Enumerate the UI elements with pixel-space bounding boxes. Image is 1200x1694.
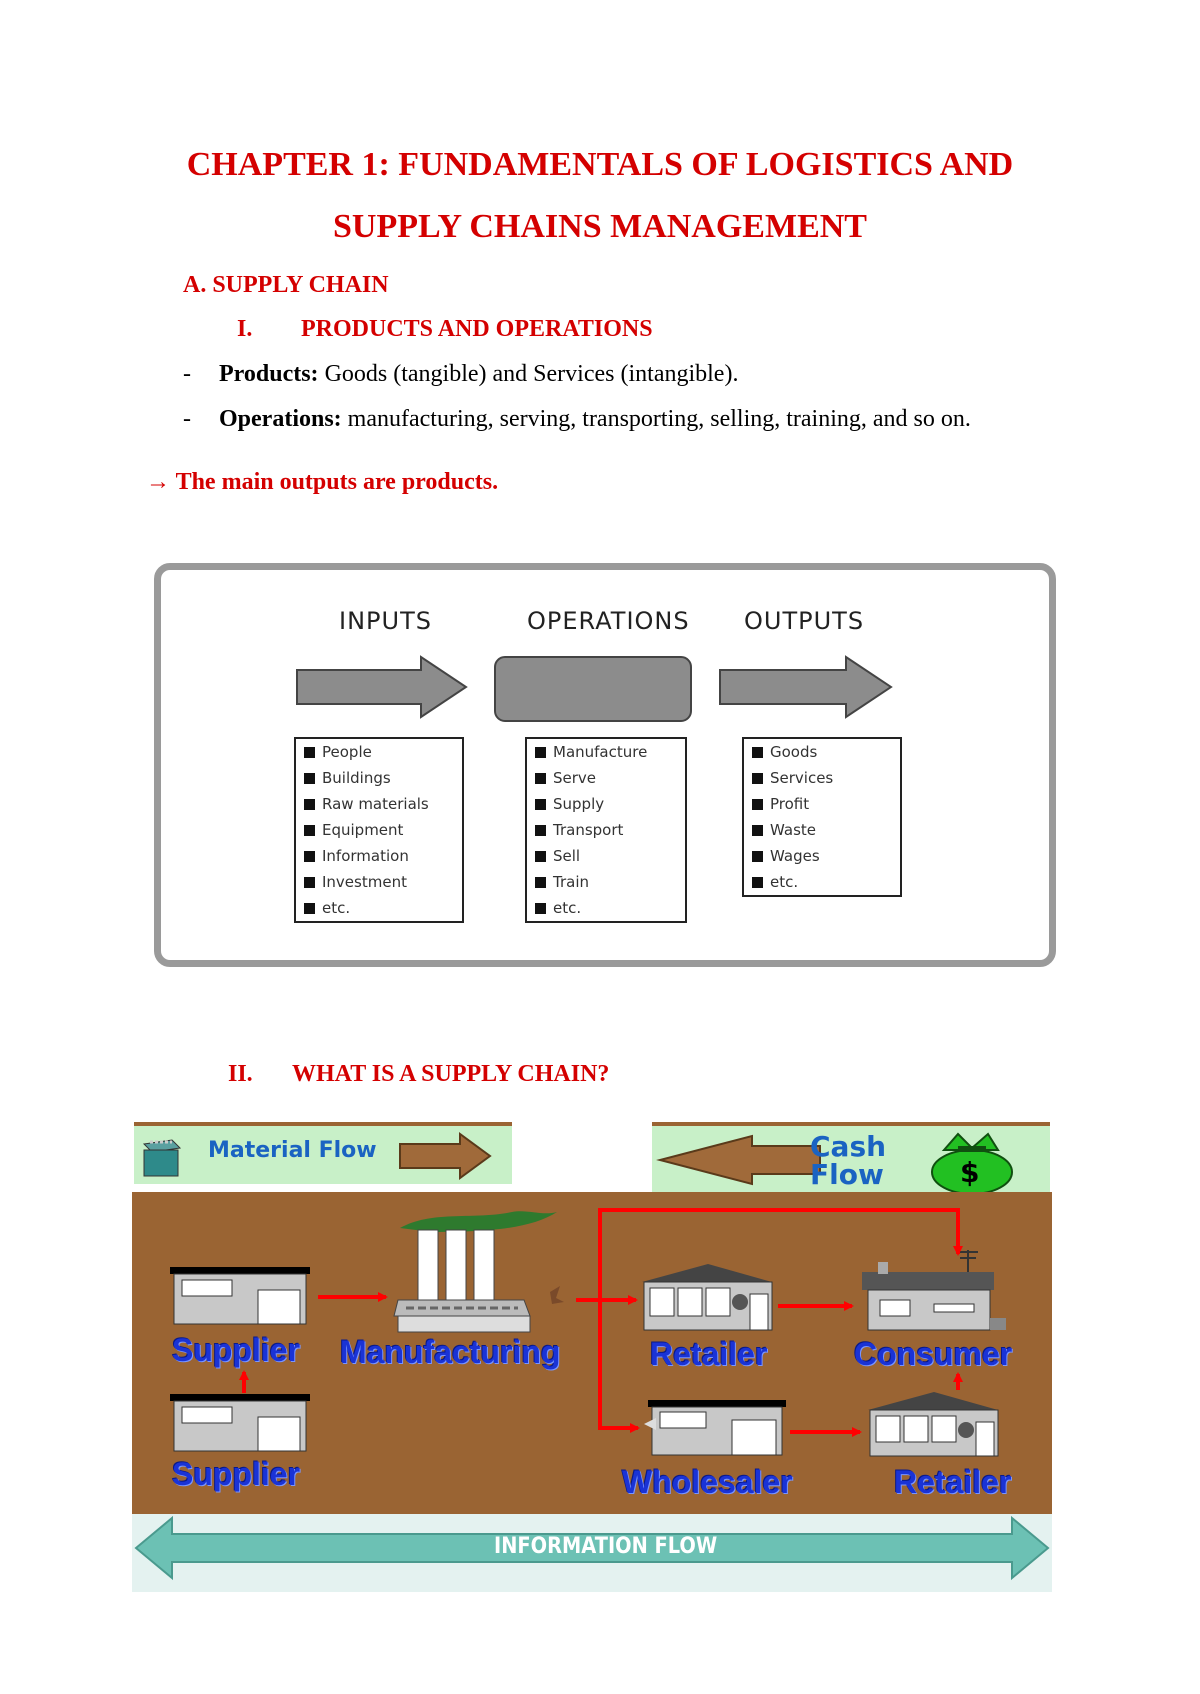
- section-2-heading: II. WHAT IS A SUPPLY CHAIN?: [228, 1061, 928, 1091]
- list-item: Train: [527, 869, 685, 895]
- money-bag-icon: [931, 1132, 1013, 1195]
- bullet-text: manufacturing, serving, transporting, se…: [341, 406, 971, 432]
- list-item: Supply: [527, 791, 685, 817]
- chapter-title-line-2: SUPPLY CHAINS MANAGEMENT: [333, 208, 867, 245]
- section-2-text: WHAT IS A SUPPLY CHAIN?: [292, 1061, 610, 1087]
- factory-building: [393, 1211, 564, 1333]
- cash-flow-arrow: [656, 1134, 821, 1186]
- chapter-title-line-1: CHAPTER 1: FUNDAMENTALS OF LOGISTICS AND: [186, 146, 1014, 183]
- list-item: Profit: [744, 791, 900, 817]
- list-item: Information: [296, 843, 462, 869]
- list-item: People: [296, 739, 462, 765]
- list-item: Sell: [527, 843, 685, 869]
- section-2-number: II.: [228, 1061, 253, 1087]
- section-1-text: PRODUCTS AND OPERATIONS: [301, 316, 653, 342]
- supply-chain-diagram: Material Flow Cash Flow $ Supplier Manuf…: [132, 1120, 1052, 1592]
- operations-heading: OPERATIONS: [527, 607, 690, 635]
- retailer-building-top: [642, 1264, 773, 1331]
- retailer-building-bottom: [868, 1392, 999, 1457]
- list-item: Investment: [296, 869, 462, 895]
- supplier-label-top: Supplier: [172, 1332, 301, 1368]
- retailer-label-bottom: Retailer: [894, 1464, 1012, 1500]
- bullet-label: Operations:: [219, 406, 342, 432]
- cash-flow-label-line-2: Flow: [810, 1158, 884, 1191]
- list-item: Equipment: [296, 817, 462, 843]
- list-item: Goods: [744, 739, 900, 765]
- diagram-shapes: [296, 655, 893, 722]
- list-item: etc.: [296, 895, 462, 921]
- inputs-list: People Buildings Raw materials Equipment…: [294, 737, 464, 923]
- bullet-dash: -: [183, 406, 191, 432]
- cash-to-consumer-arrow: [598, 1208, 963, 1300]
- bullet-products: - Products: Goods (tangible) and Service…: [183, 361, 1083, 391]
- inputs-arrow: [296, 655, 468, 719]
- box-icon: [142, 1139, 182, 1177]
- manufacturing-to-wholesaler-arrow: [598, 1300, 640, 1433]
- wholesaler-label: Wholesaler: [622, 1464, 793, 1500]
- material-flow-label: Material Flow: [208, 1138, 377, 1163]
- list-item: etc.: [527, 895, 685, 921]
- retailer-label-top: Retailer: [650, 1336, 768, 1372]
- inputs-heading: INPUTS: [339, 607, 432, 635]
- list-item: Manufacture: [527, 739, 685, 765]
- operations-box: [494, 656, 692, 722]
- bullet-text: Goods (tangible) and Services (intangibl…: [318, 361, 739, 387]
- bullet-label: Products:: [219, 361, 319, 387]
- list-item: Waste: [744, 817, 900, 843]
- consumer-label: Consumer: [854, 1336, 1013, 1372]
- list-item: Buildings: [296, 765, 462, 791]
- supply-chain-shapes: [132, 1122, 1052, 1592]
- list-item: Serve: [527, 765, 685, 791]
- wholesaler-building: [644, 1400, 786, 1456]
- section-1-heading: I. PRODUCTS AND OPERATIONS: [237, 316, 937, 346]
- consumer-house: [862, 1250, 1006, 1331]
- list-item: Services: [744, 765, 900, 791]
- cash-flow-label-line-1: Cash: [810, 1130, 887, 1163]
- list-item: etc.: [744, 869, 900, 895]
- manufacturing-label: Manufacturing: [340, 1334, 561, 1370]
- ground: [132, 1192, 1052, 1514]
- bullet-operations: - Operations: manufacturing, serving, tr…: [183, 406, 1083, 436]
- inputs-operations-outputs-diagram: INPUTS OPERATIONS OUTPUTS People Buildin…: [146, 557, 1058, 975]
- dollar-sign: $: [960, 1156, 980, 1189]
- supplier-building-bottom: [170, 1394, 310, 1452]
- material-flow-arrow: [399, 1132, 492, 1180]
- information-flow-label: INFORMATION FLOW: [494, 1534, 718, 1559]
- section-a-heading: A. SUPPLY CHAIN: [183, 272, 389, 298]
- outputs-heading: OUTPUTS: [744, 607, 865, 635]
- supplier-building-top: [170, 1267, 310, 1325]
- list-item: Wages: [744, 843, 900, 869]
- list-item: Transport: [527, 817, 685, 843]
- section-1-number: I.: [237, 316, 253, 342]
- operations-list: Manufacture Serve Supply Transport Sell …: [525, 737, 687, 923]
- bullet-dash: -: [183, 361, 191, 387]
- supplier-label-bottom: Supplier: [172, 1456, 301, 1492]
- outputs-arrow: [719, 655, 893, 719]
- list-item: Raw materials: [296, 791, 462, 817]
- outputs-list: Goods Services Profit Waste Wages etc.: [742, 737, 902, 897]
- conclusion-text: → The main outputs are products.: [146, 469, 499, 495]
- information-flow-arrow: [134, 1515, 1050, 1581]
